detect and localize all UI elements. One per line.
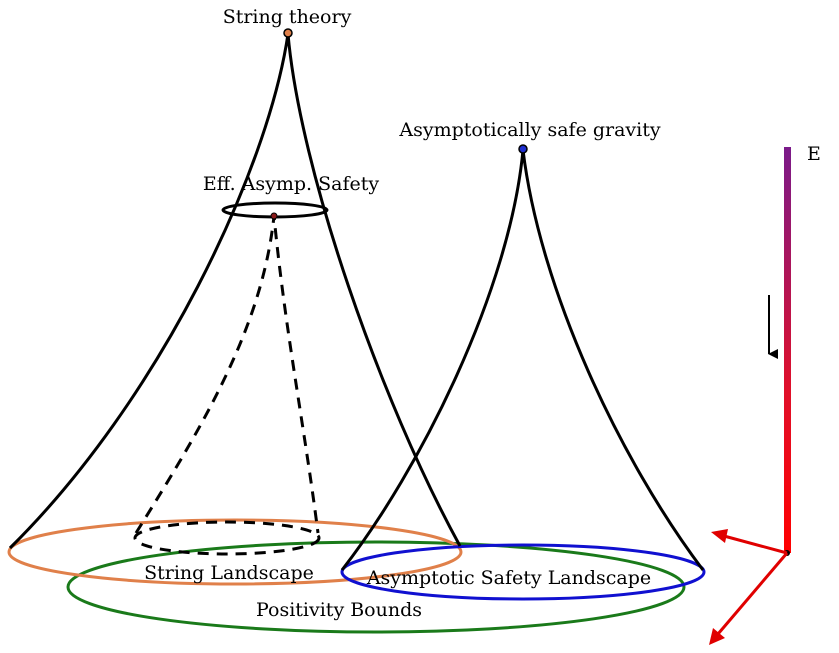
positivity-bounds-ellipse xyxy=(66,540,686,634)
eff-asymp-safety-point xyxy=(270,212,278,220)
axis-arrow-left-head xyxy=(711,529,728,543)
axis-arrow-down-left xyxy=(716,552,789,635)
energy-bar xyxy=(784,147,791,553)
axis-arrow-down-left-head xyxy=(709,628,725,645)
string-theory-dot xyxy=(283,28,293,38)
eff-asymp-safety-label: Eff. Asymp. Safety xyxy=(203,173,379,195)
eff-asymp-safety-cone xyxy=(134,215,320,534)
positivity-bounds-label: Positivity Bounds xyxy=(256,599,422,621)
eff-asymp-safety-base-ellipse xyxy=(133,520,321,556)
asymptotic-safety-landscape-ellipse xyxy=(340,543,706,601)
energy-axis-label: E xyxy=(807,143,821,165)
asymptotic-safe-gravity-dot xyxy=(518,144,528,154)
asymptotic-safe-gravity-label: Asymptotically safe gravity xyxy=(398,119,660,141)
asymptotic-safety-landscape-label: Asymptotic Safety Landscape xyxy=(366,567,651,589)
string-theory-cone xyxy=(8,33,462,550)
axis-arrow-left xyxy=(723,534,788,555)
axis-arrows xyxy=(709,529,789,645)
string-landscape-ellipse xyxy=(7,518,463,586)
asymptotic-safe-gravity-cone xyxy=(340,149,705,571)
string-landscape-label: String Landscape xyxy=(144,562,314,584)
string-theory-label: String theory xyxy=(223,6,352,28)
